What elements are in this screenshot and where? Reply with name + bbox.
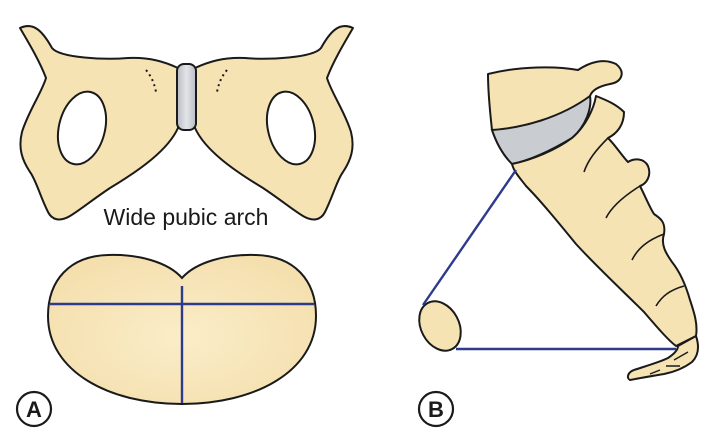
panel-b-badge-circle	[417, 390, 455, 428]
pubic-arch-caption: Wide pubic arch	[104, 204, 269, 230]
coccyx-segment-line	[649, 351, 689, 375]
left-obturator-foramen	[56, 90, 108, 166]
right-obturator-foramen	[265, 90, 317, 166]
pubic-symphysis	[176, 63, 197, 131]
panel-a: Wide pubic arch A	[15, 25, 354, 428]
sacrum	[511, 95, 698, 347]
panel-a-badge-circle	[15, 390, 53, 428]
sacral-segment-line-2	[605, 185, 641, 219]
coccyx	[626, 335, 700, 381]
panel-a-badge-label: A	[26, 397, 42, 422]
right-pubic-tubercle-dots	[216, 69, 228, 93]
sacral-segment-line-3	[631, 233, 665, 261]
pubis-section	[418, 300, 462, 352]
sacral-segment-line-4	[655, 285, 685, 307]
left-pubic-tubercle-dots	[145, 69, 157, 93]
sacral-segment-line-1	[583, 137, 609, 173]
panel-b-badge-label: B	[428, 397, 444, 422]
panel-b: B	[417, 60, 700, 428]
true-conjugate-line	[422, 169, 517, 306]
